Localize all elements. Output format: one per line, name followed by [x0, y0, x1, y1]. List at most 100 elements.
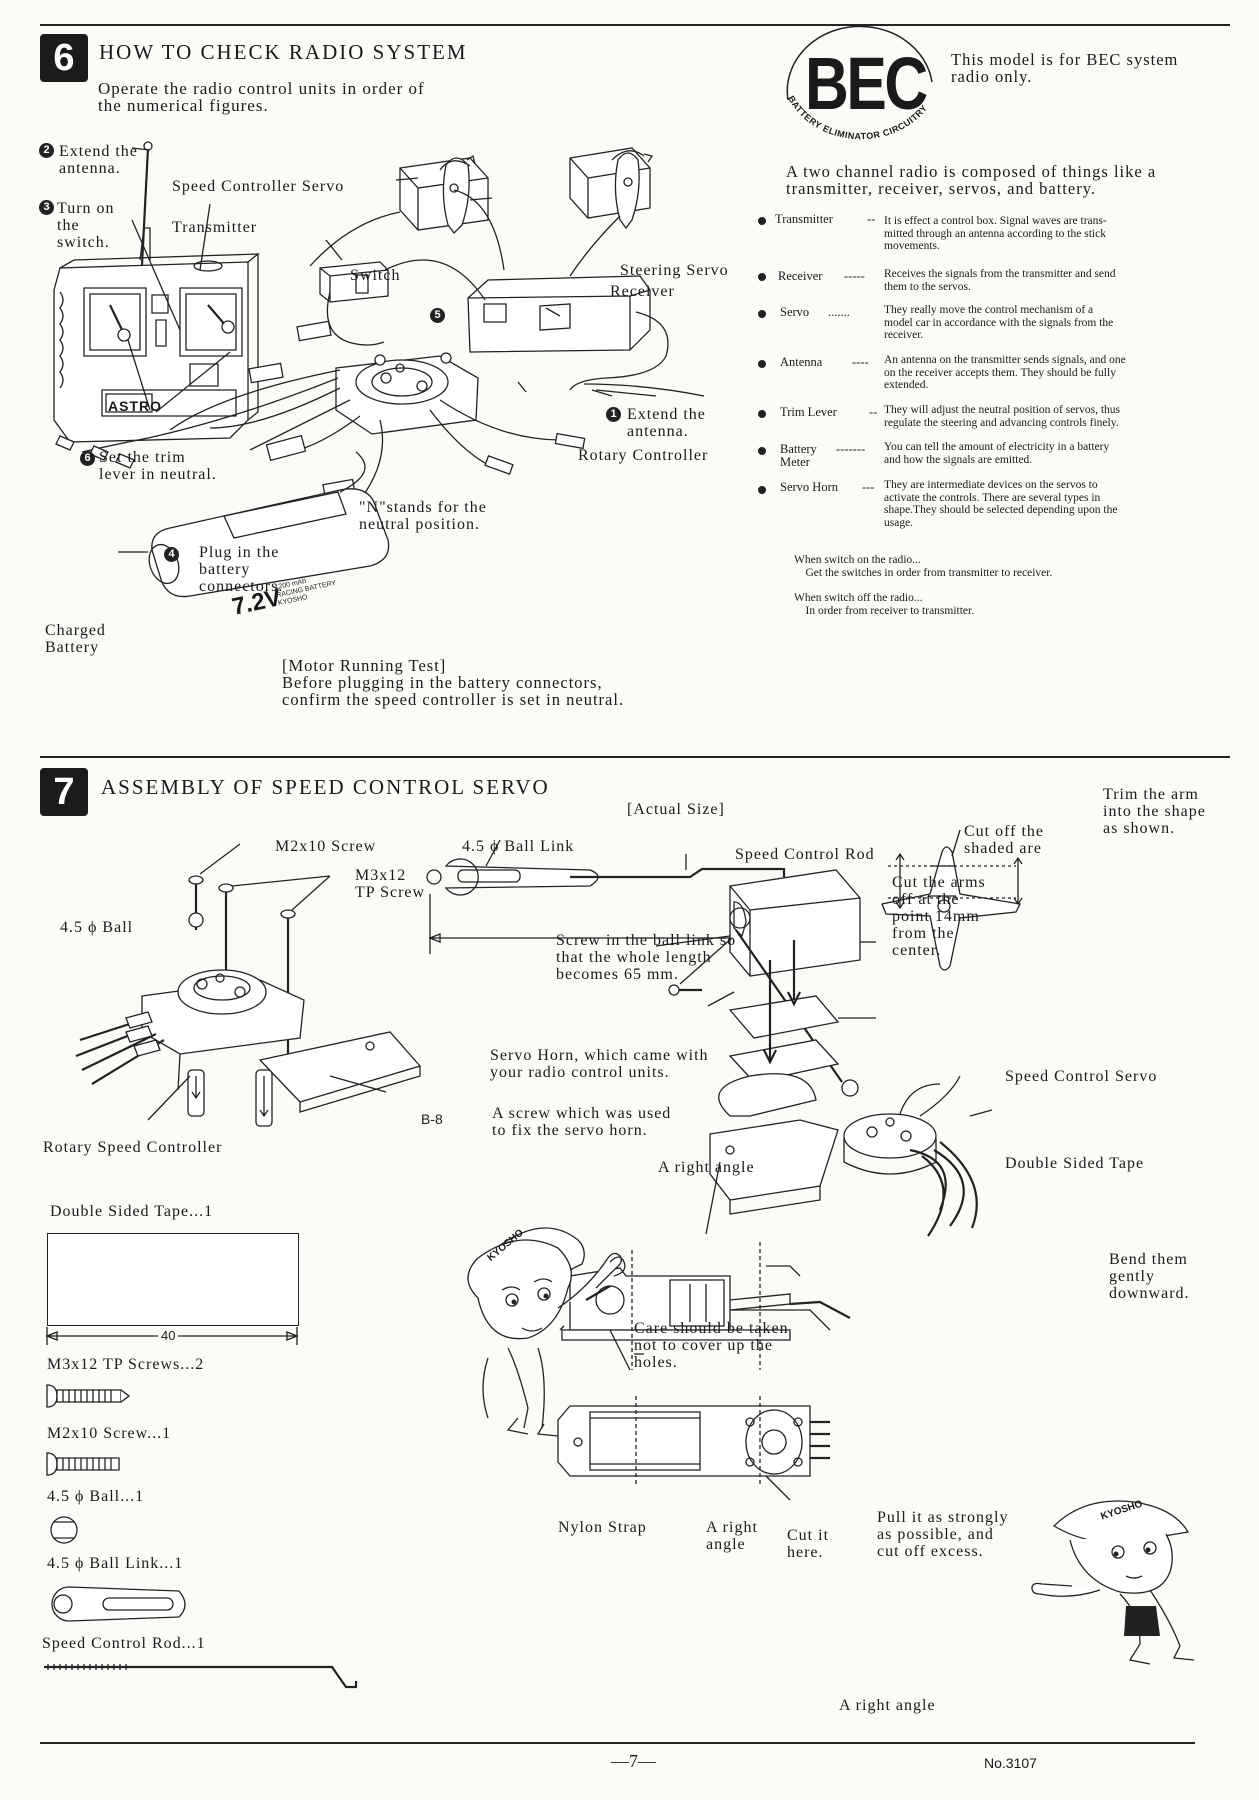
part-double-sided-tape-shape [47, 1233, 299, 1326]
bec-logo [780, 42, 940, 152]
step5-number: 5 [430, 308, 445, 323]
switch-drawing [320, 262, 388, 302]
bec-logo-text: BEC [805, 42, 928, 125]
rotary-controller-drawing [336, 353, 478, 434]
bec-note: This model is for BEC system radio only. [951, 50, 1179, 86]
label-steering-servo: Steering Servo [620, 262, 729, 279]
label-right-angle-1: A right angle [658, 1159, 755, 1176]
label-screw-note: A screw which was used to fix the servo … [492, 1105, 672, 1139]
step6-number: 6 [80, 451, 95, 466]
steering-servo-drawing [570, 148, 652, 228]
label-double-sided-tape: Double Sided Tape [1005, 1155, 1145, 1172]
label-m2x10-screw: M2x10 Screw [275, 838, 377, 855]
step3-number: 3 [39, 200, 54, 215]
step4-label: Plug in the battery connectors. [199, 544, 284, 595]
glossary-desc: It is effect a control box. Signal waves… [884, 215, 1107, 252]
label-switch: Switch [350, 267, 401, 284]
actual-size-label: [Actual Size] [627, 801, 725, 818]
servo-horn-trim-drawing [882, 830, 1022, 970]
step1-number: 1 [606, 407, 621, 422]
section6-title: HOW TO CHECK RADIO SYSTEM [99, 40, 468, 64]
label-bend-gently: Bend them gently downward. [1109, 1251, 1190, 1302]
motor-running-test: [Motor Running Test] Before plugging in … [282, 656, 625, 709]
radio-system-diagram [40, 120, 770, 680]
label-cut-arms: Cut the arms off at the point 14mm from … [892, 874, 986, 959]
glossary-term: Servo Horn [780, 480, 838, 494]
page-number: —7— [611, 1751, 656, 1771]
label-right-angle-3: A right angle [839, 1697, 936, 1714]
glossary-leader: ------- [836, 442, 866, 456]
ball-link-icon [43, 1583, 203, 1625]
part-speed-control-rod-label: Speed Control Rod...1 [42, 1635, 206, 1652]
label-nylon-strap: Nylon Strap [558, 1519, 647, 1536]
m2x10-screw-icon [45, 1451, 125, 1477]
glossary-leader: ---- [852, 355, 869, 369]
glossary-bullet [758, 360, 766, 368]
label-neutral-note: "N"stands for the neutral position. [359, 499, 487, 533]
glossary-bullet [758, 486, 766, 494]
glossary-desc: You can tell the amount of electricity i… [884, 441, 1110, 466]
label-charged-battery: Charged Battery [45, 622, 106, 656]
label-care-note: Care should be taken not to cover up the… [634, 1320, 789, 1371]
glossary-desc: An antenna on the transmitter sends sign… [884, 354, 1126, 391]
speed-control-rod-icon [42, 1661, 362, 1701]
part-ball-label: 4.5 ϕ Ball...1 [47, 1488, 145, 1505]
label-screw-ball-link: Screw in the ball link so that the whole… [556, 932, 737, 983]
step3-label: Turn on the switch. [57, 200, 115, 251]
label-servo-horn-note: Servo Horn, which came with your radio c… [490, 1047, 709, 1081]
label-ball-link: 4.5 ϕ Ball Link [462, 838, 575, 855]
speed-control-servo-assembly-drawing [669, 870, 977, 1236]
label-trim-arm: Trim the arm into the shape as shown. [1103, 786, 1206, 837]
tape-dimension: 40 [158, 1328, 179, 1343]
section7-number: 7 [40, 768, 88, 816]
label-cut-here: Cut it here. [787, 1527, 830, 1561]
top-rule [40, 24, 1230, 26]
ball-icon [47, 1514, 83, 1550]
section6-number: 6 [40, 34, 88, 82]
glossary-desc: Receives the signals from the transmitte… [884, 268, 1116, 293]
label-b8: B-8 [421, 1111, 443, 1127]
strap-bottom-view-drawing [558, 1396, 830, 1500]
glossary-term: Transmitter [775, 212, 833, 226]
glossary-desc: They are intermediate devices on the ser… [884, 479, 1118, 529]
glossary-desc: They will adjust the neutral position of… [884, 404, 1121, 429]
doc-number: No.3107 [984, 1755, 1037, 1771]
step2-number: 2 [39, 143, 54, 158]
assembly-diagram [30, 770, 1230, 1770]
radio-intro: A two channel radio is composed of thing… [786, 162, 1157, 198]
nylon-strap-view-drawing [560, 1242, 850, 1370]
label-4-5-ball: 4.5 ϕ Ball [60, 919, 134, 936]
part-double-sided-tape-label: Double Sided Tape...1 [50, 1203, 214, 1220]
part-m3x12-label: M3x12 TP Screws...2 [47, 1356, 205, 1373]
bec-logo-arc: BATTERY ELIMINATOR CIRCUITRY [786, 94, 929, 141]
part-m2x10-label: M2x10 Screw...1 [47, 1425, 172, 1442]
part-ball-link-label: 4.5 ϕ Ball Link...1 [47, 1555, 184, 1572]
label-m3x12-tp-screw: M3x12 TP Screw [355, 867, 426, 901]
step1-label: Extend the antenna. [627, 406, 706, 440]
glossary-leader: ....... [828, 305, 850, 319]
step6-label: Set the trim lever in neutral. [99, 449, 217, 483]
label-speed-control-servo: Speed Control Servo [1005, 1068, 1158, 1085]
glossary-bullet [758, 447, 766, 455]
mascot-pointing-right-icon [1030, 1490, 1200, 1670]
glossary-term: Receiver [778, 269, 823, 283]
m3x12-screw-icon [45, 1383, 135, 1409]
step2-label: Extend the antenna. [59, 143, 138, 177]
label-transmitter: Transmitter [172, 219, 258, 236]
glossary-bullet [758, 310, 766, 318]
transmitter-drawing [54, 142, 258, 442]
section7-title: ASSEMBLY OF SPEED CONTROL SERVO [101, 775, 550, 799]
label-pull-strongly: Pull it as strongly as possible, and cut… [877, 1509, 1009, 1560]
glossary-leader: -- [867, 212, 876, 226]
speed-controller-servo-drawing [396, 156, 492, 233]
glossary-leader: ----- [844, 269, 865, 283]
mascot-pointing-left-icon [448, 1218, 628, 1438]
label-rotary-speed-controller: Rotary Speed Controller [43, 1139, 223, 1156]
label-cut-shaded: Cut off the shaded are [964, 823, 1045, 857]
section-divider [40, 756, 1230, 758]
receiver-drawing [468, 276, 668, 390]
transmitter-brand: ASTRO [108, 398, 162, 414]
label-speed-control-rod: Speed Control Rod [735, 846, 875, 863]
switch-off-note: When switch off the radio... In order fr… [794, 592, 975, 617]
label-speed-controller-servo: Speed Controller Servo [172, 178, 345, 195]
